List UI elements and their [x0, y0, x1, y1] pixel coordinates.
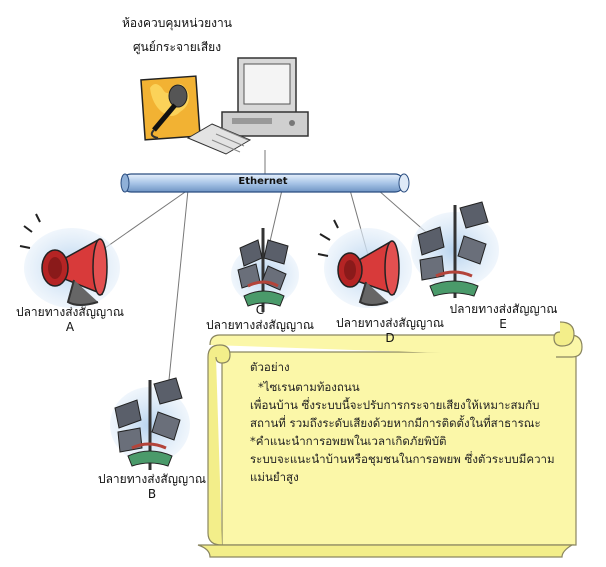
link-C: [267, 189, 283, 251]
speaker-pole-icon-E: [411, 201, 499, 298]
example-item1-title: *ไซเรนตามท้องถนน: [258, 380, 360, 394]
microphone-icon: [140, 75, 201, 141]
example-item2-line2: แม่นยำสูง: [250, 470, 299, 484]
example-heading: ตัวอย่าง: [250, 360, 290, 374]
endpoint-C-name: ปลายทางส่งสัญญาณ: [205, 318, 315, 332]
ethernet-label: Ethernet: [238, 176, 288, 187]
endpoint-A-name: ปลายทางส่งสัญญาณ: [15, 305, 125, 319]
endpoint-E-letter: E: [499, 317, 507, 331]
speaker-pole-icon-C: [231, 228, 299, 312]
link-B: [167, 189, 189, 391]
speaker-pole-icon-B: [110, 377, 190, 470]
ethernet-bus: [120, 173, 410, 193]
endpoint-D-letter: D: [385, 331, 395, 345]
computer-icon: [186, 57, 309, 155]
endpoint-D-name: ปลายทางส่งสัญญาณ: [335, 316, 445, 330]
example-item2-title: *คำแนะนำการอพยพในเวลาเกิดภัยพิบัติ: [250, 434, 447, 448]
endpoint-A-letter: A: [65, 320, 75, 334]
example-scroll: [197, 321, 583, 558]
example-scroll-text: ตัวอย่าง *ไซเรนตามท้องถนน เพื่อนบ้าน ซึ่…: [250, 358, 580, 486]
endpoint-B-name: ปลายทางส่งสัญญาณ: [97, 472, 207, 486]
siren-icon-A: [19, 213, 120, 308]
control-room-title-line2: ศูนย์กระจายเสียง: [132, 40, 222, 54]
endpoint-E-name: ปลายทางส่งสัญญาณ: [449, 302, 558, 316]
example-item1-line2: สถานที่ รวมถึงระดับเสียงด้วยหากมีการติดต…: [250, 416, 541, 430]
control-room-title-line1: ห้องควบคุมหน่วยงาน: [122, 16, 232, 30]
example-item1-line1: เพื่อนบ้าน ซึ่งระบบนี้จะปรับการกระจายเสี…: [250, 398, 540, 412]
endpoint-C-letter: C: [255, 303, 265, 317]
siren-icon-D: [317, 219, 412, 308]
endpoint-B-letter: B: [147, 487, 157, 501]
example-item2-line1: ระบบจะแนะนำบ้านหรือชุมชนในการอพยพ ซึ่งตั…: [250, 452, 555, 466]
